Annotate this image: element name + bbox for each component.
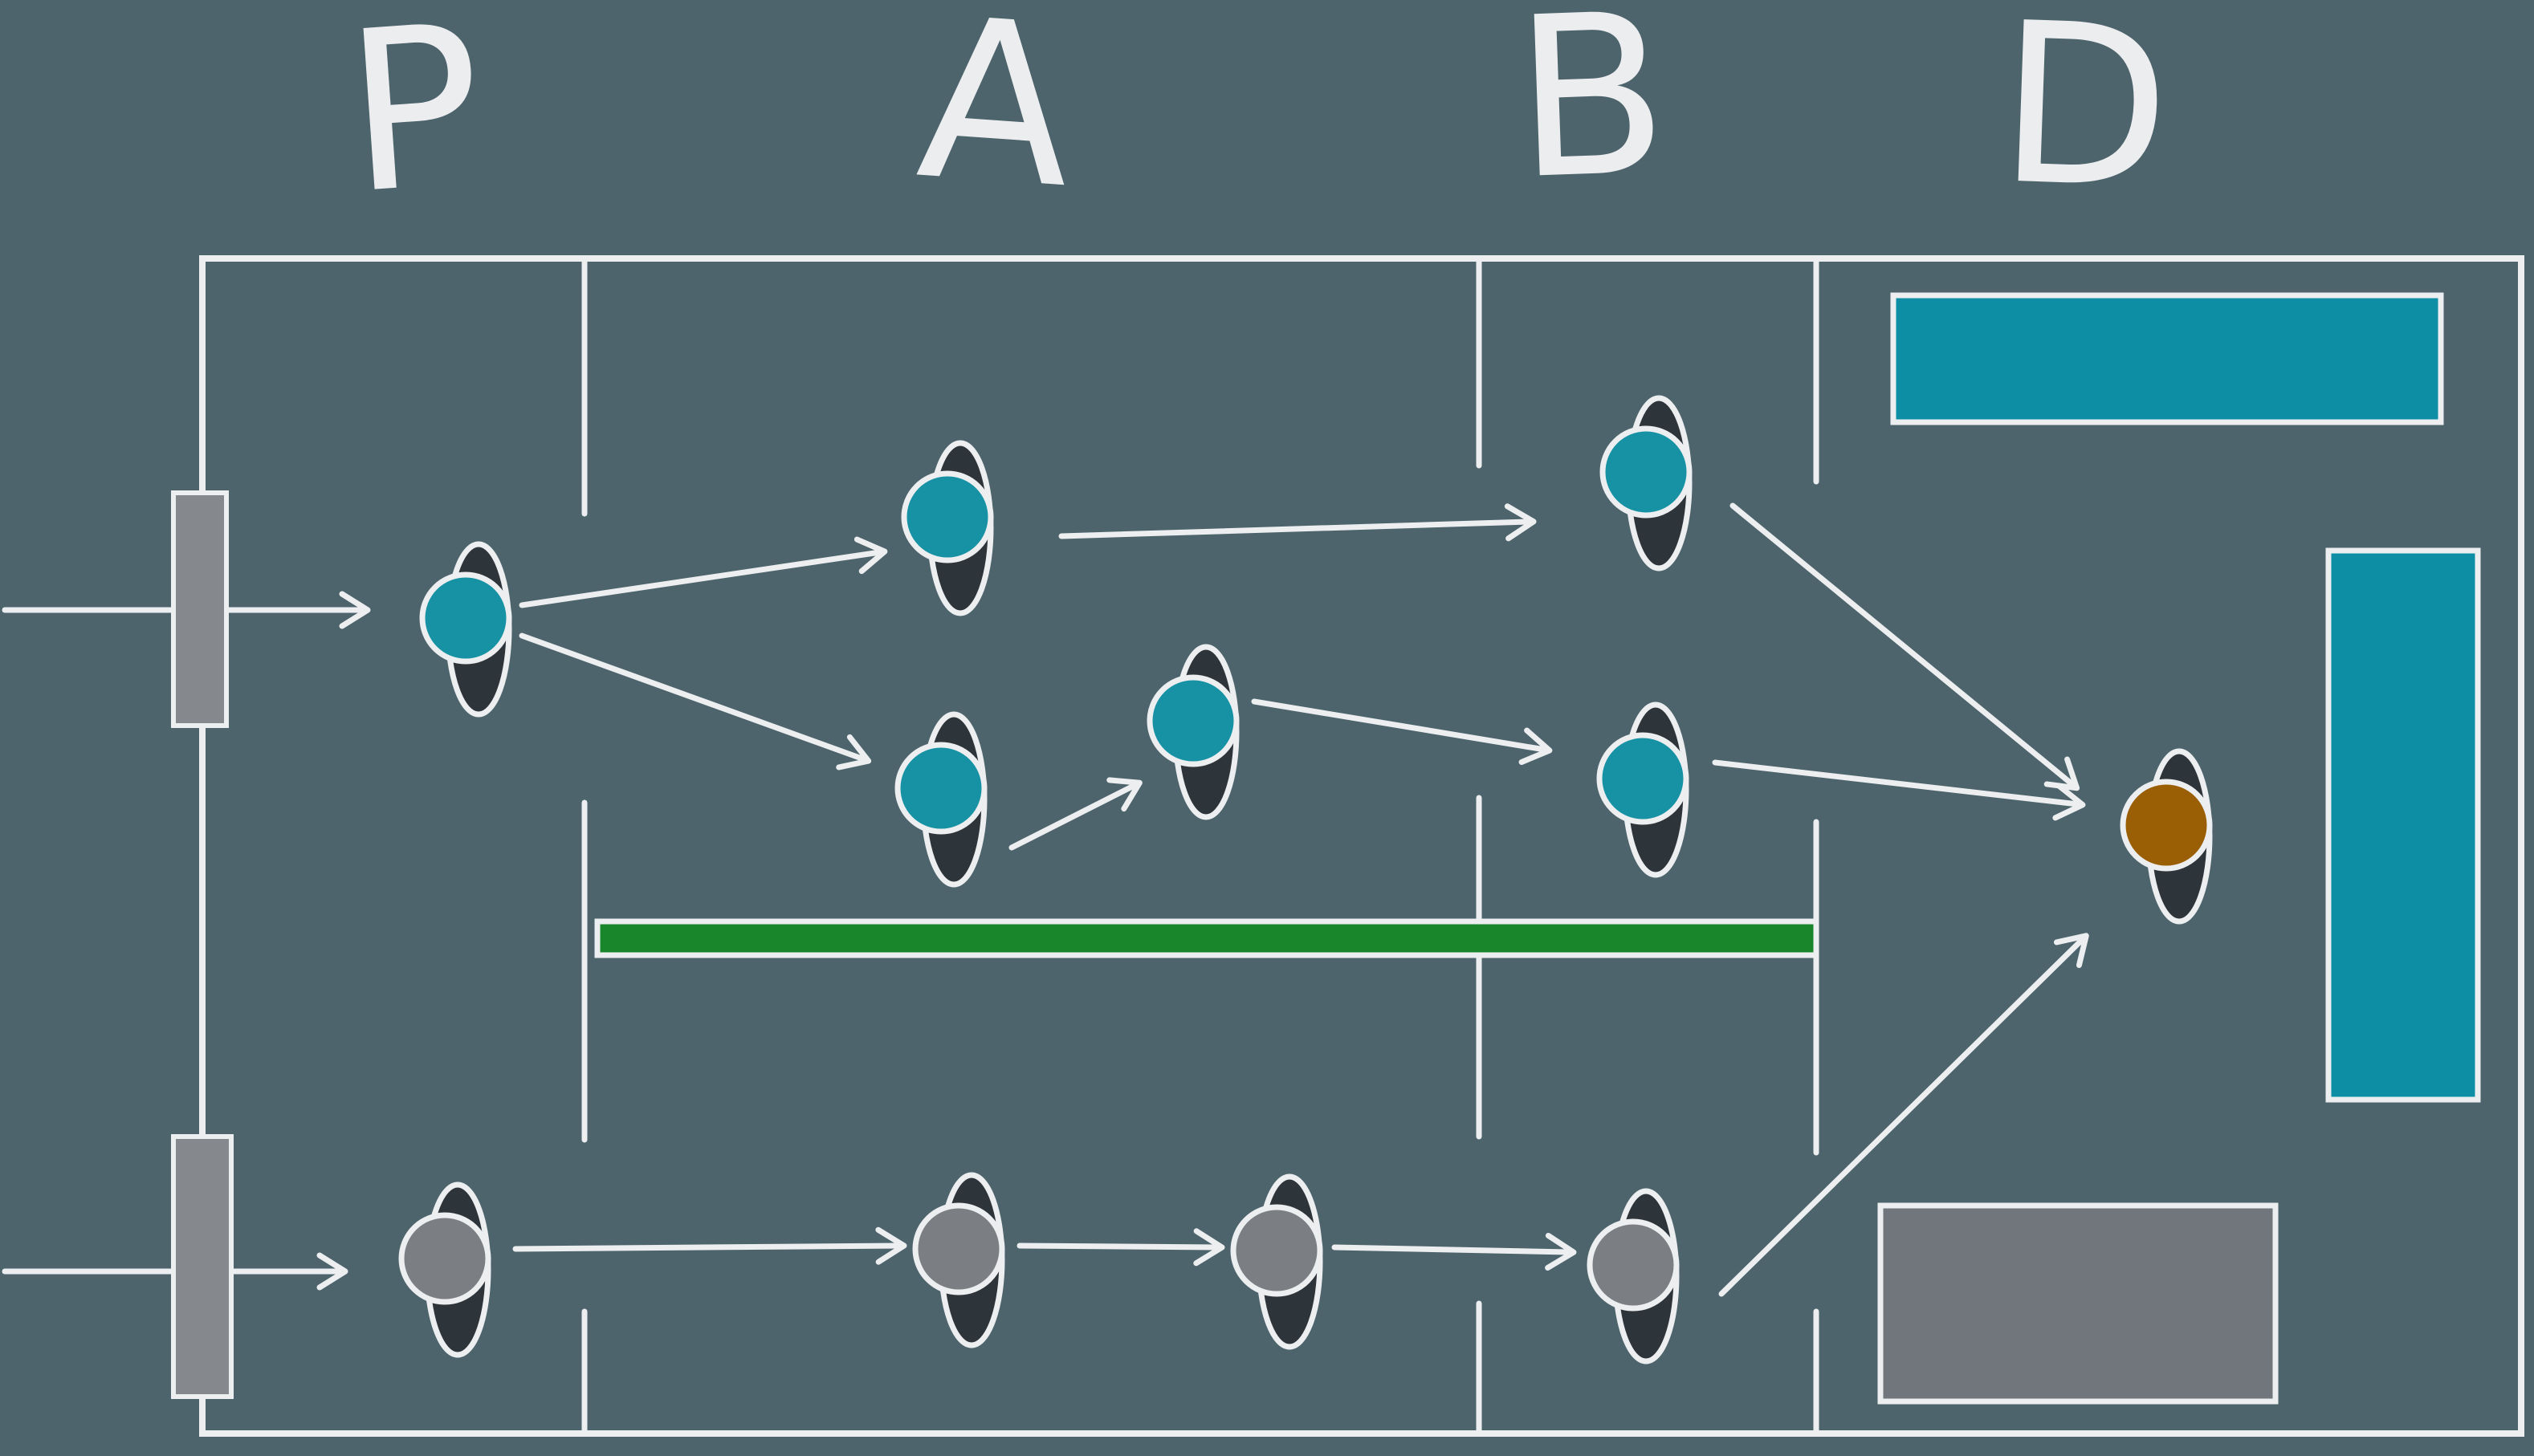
person-middle-teal [1147,644,1240,820]
person-b-lower-teal [1596,702,1689,878]
person-d-brown-head [2120,779,2213,872]
arrow-middle-to-b-lower [1251,698,1553,765]
person-gray-3 [1230,1173,1323,1350]
person-b-upper-teal-head [1599,425,1693,519]
person-gray-1 [398,1181,491,1358]
person-middle-teal-head [1147,674,1240,767]
arrow-b-lower-to-d [1712,759,2086,821]
person-b-lower-teal-head [1596,732,1689,825]
room-outline [199,255,2524,1437]
person-gray-4-head [1587,1218,1680,1312]
counter-right-side [2325,547,2481,1103]
counter-top-right [1890,292,2444,425]
person-d-brown [2120,748,2213,925]
arrow-gray-3-to-4 [1331,1232,1577,1271]
arrow-gray-2-to-3 [1016,1228,1225,1267]
person-a-upper-teal [901,440,994,616]
person-a-upper-teal-head [901,470,994,563]
person-gray-2 [912,1172,1005,1348]
person-gray-1-head [398,1212,491,1305]
person-gray-4 [1587,1188,1680,1364]
person-p-teal-head [419,571,512,665]
arrow-b-upper-to-d [1729,502,2080,791]
person-p-teal [419,541,512,718]
arrow-gray-1-to-2 [512,1226,907,1265]
arrow-p-to-a-lower [519,632,872,771]
arrow-a-lower-to-middle [1008,777,1143,851]
arrow-a-upper-to-b-upper [1058,503,1537,542]
person-a-lower-teal [894,711,988,888]
entry-door-upper [171,490,229,728]
person-gray-2-head [912,1202,1005,1295]
conveyor-green-belt [594,918,1819,958]
person-gray-3-head [1230,1204,1323,1297]
arrow-gray-4-to-d [1718,933,2089,1297]
entry-door-lower [171,1134,234,1399]
arrow-p-to-a-upper [519,536,888,608]
person-b-upper-teal [1599,395,1693,571]
person-a-lower-teal-head [894,742,988,835]
table-bottom-right [1877,1202,2279,1405]
